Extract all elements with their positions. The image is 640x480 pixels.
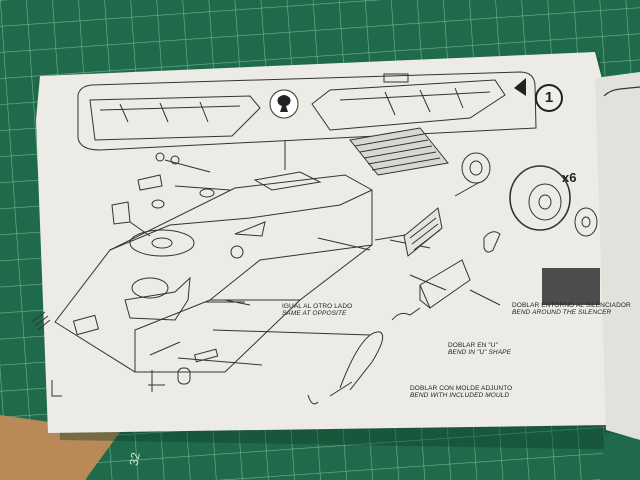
mould-en: BEND WITH INCLUDED MOULD <box>410 392 510 399</box>
same-side-en: SAME AT OPPOSITE <box>282 310 347 317</box>
instruction-sheet <box>36 52 610 433</box>
mould-label: DOBLAR CON MOLDE ADJUNTO BEND WITH INCLU… <box>410 385 512 399</box>
step-number-badge: 1 <box>535 84 563 112</box>
mould-es: DOBLAR CON MOLDE ADJUNTO <box>410 385 513 392</box>
wheel-quantity: x6 <box>562 170 577 185</box>
same-side-es: IGUAL AL OTRO LADO <box>282 303 353 310</box>
mat-ruler-mark: 32 <box>126 451 143 467</box>
bend-around-en: BEND AROUND THE SILENCER <box>512 309 612 316</box>
bend-around-es: DOBLAR ENTORNO AL SILENCIADOR <box>512 302 631 309</box>
bend-u-label: DOBLAR EN "U" BEND IN "U" SHAPE <box>448 342 511 356</box>
same-side-label: IGUAL AL OTRO LADO SAME AT OPPOSITE <box>282 303 352 317</box>
bend-u-en: BEND IN "U" SHAPE <box>448 349 512 356</box>
bend-around-label: DOBLAR ENTORNO AL SILENCIADOR BEND AROUN… <box>512 302 631 316</box>
bend-u-es: DOBLAR EN "U" <box>448 342 498 349</box>
next-page <box>595 72 640 440</box>
